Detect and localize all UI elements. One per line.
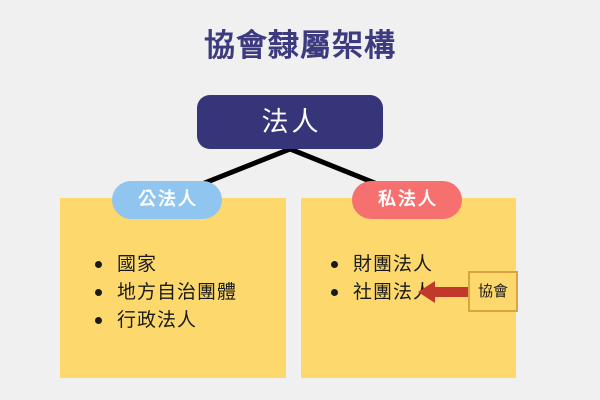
bullet-dot-icon bbox=[331, 260, 338, 268]
annotation-tag-xiehui[interactable]: 協會 bbox=[468, 271, 518, 312]
list-item: 國家 bbox=[95, 251, 237, 277]
list-item-label: 地方自治團體 bbox=[117, 280, 238, 303]
list-item: 財團法人 bbox=[331, 251, 433, 277]
bullet-dot-icon bbox=[95, 288, 102, 296]
list-item-label: 國家 bbox=[117, 252, 158, 275]
annotation-tag-label: 協會 bbox=[477, 282, 508, 300]
badge-private-law-label: 私法人 bbox=[378, 189, 438, 210]
bullet-dot-icon bbox=[95, 316, 102, 324]
panel-private-law bbox=[301, 198, 516, 378]
bullet-dot-icon bbox=[331, 288, 338, 296]
badge-private-law[interactable]: 私法人 bbox=[352, 181, 462, 219]
left-arrow-icon bbox=[418, 281, 468, 303]
page-title: 協會隸屬架構 bbox=[204, 28, 396, 64]
list-item: 行政法人 bbox=[95, 307, 237, 333]
list-public-law: 國家 地方自治團體 行政法人 bbox=[95, 251, 237, 335]
list-item: 地方自治團體 bbox=[95, 279, 237, 305]
root-node-label: 法人 bbox=[261, 106, 322, 138]
list-item-label: 社團法人 bbox=[353, 280, 434, 303]
badge-public-law-label: 公法人 bbox=[138, 189, 198, 210]
list-private-law: 財團法人 社團法人 bbox=[331, 251, 433, 307]
panel-public-law bbox=[60, 198, 286, 378]
badge-public-law[interactable]: 公法人 bbox=[112, 181, 222, 219]
bullet-dot-icon bbox=[95, 260, 102, 268]
list-item-label: 行政法人 bbox=[117, 308, 198, 331]
list-item-label: 財團法人 bbox=[353, 252, 434, 275]
list-item: 社團法人 bbox=[331, 279, 433, 305]
root-node-faren[interactable]: 法人 bbox=[197, 95, 383, 149]
